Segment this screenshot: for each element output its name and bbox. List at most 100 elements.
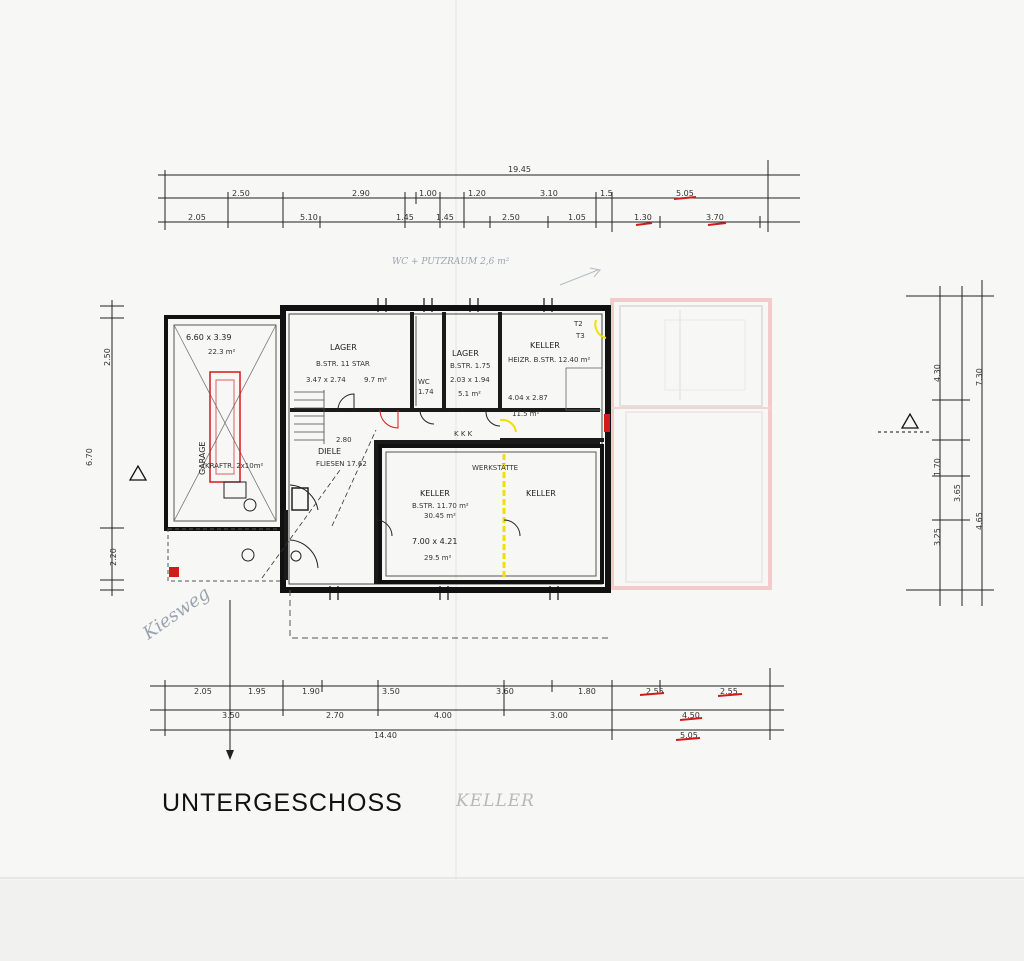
keller-heiz-detail: HEIZR. B.STR. 12.40 m² bbox=[508, 356, 591, 364]
dim-top2-f: 1.05 bbox=[568, 213, 586, 222]
terrace-outline bbox=[289, 590, 610, 639]
entry-arrow bbox=[226, 750, 234, 760]
bottom-dimension-labels: 2.05 1.95 1.90 3.50 3.60 1.80 2.55 2.55 … bbox=[194, 687, 738, 740]
lager-name: LAGER bbox=[330, 343, 357, 352]
ghost-plan bbox=[610, 298, 772, 590]
dim-bot1-e: 3.60 bbox=[496, 687, 514, 696]
diele-detail: FLIESEN 17.62 bbox=[316, 460, 367, 468]
section-marker-right bbox=[900, 412, 920, 429]
dim-top2-e: 2.50 bbox=[502, 213, 520, 222]
werkstatte-area: 29.5 m² bbox=[424, 554, 452, 562]
heizlager-detail: B.STR. 1.75 bbox=[450, 362, 490, 370]
werkstatte-walls bbox=[378, 444, 604, 584]
dim-bot1-g: 2.55 bbox=[646, 687, 664, 696]
t3-marker: T3 bbox=[575, 332, 585, 340]
dim-bot1-h: 2.55 bbox=[720, 687, 738, 696]
garage-detail: KRAFTR. 2x10m² bbox=[205, 462, 264, 470]
dim-left-b: 6.70 bbox=[85, 448, 94, 466]
paper-bottom-strip bbox=[0, 880, 1024, 961]
dim-top1-f: 1.5 bbox=[600, 189, 613, 198]
dim-top1-a: 2.50 bbox=[232, 189, 250, 198]
page-title: UNTERGESCHOSS bbox=[162, 789, 403, 817]
dim-top2-a: 2.05 bbox=[188, 213, 206, 222]
heizlager-size: 2.03 x 1.94 bbox=[450, 376, 490, 384]
top-dimension-labels: 19.45 2.50 2.90 1.00 1.20 3.10 1.5 5.05 … bbox=[188, 165, 724, 222]
window-markers bbox=[329, 298, 559, 600]
wc-putzraum-note: WC + PUTZRAUM 2,6 m² bbox=[392, 257, 510, 267]
dim-top-total: 19.45 bbox=[508, 165, 531, 174]
dim-left-c: 2.20 bbox=[109, 548, 118, 566]
lager-size: 3.47 x 2.74 bbox=[306, 376, 346, 384]
garage-name: GARAGE bbox=[198, 442, 207, 476]
keller-heiz-name: KELLER bbox=[530, 341, 560, 350]
dim-top2-h: 3.70 bbox=[706, 213, 724, 222]
keller-heiz-size: 4.04 x 2.87 bbox=[508, 394, 548, 402]
bottom-dimension-chain bbox=[150, 668, 784, 740]
dim-right-a: 4.30 bbox=[933, 364, 942, 382]
annotation-arrow bbox=[559, 267, 601, 286]
diele-name: DIELE bbox=[318, 447, 341, 456]
building-outline bbox=[164, 298, 611, 639]
lager-area: 9.7 m² bbox=[364, 376, 387, 384]
dim-bot2-b: 2.70 bbox=[326, 711, 344, 720]
dim-top2-b: 5.10 bbox=[300, 213, 318, 222]
dim-top1-c: 1.00 bbox=[419, 189, 437, 198]
wc-detail: 1.74 bbox=[418, 388, 434, 396]
dim-right-c: 3.65 bbox=[953, 484, 962, 502]
dim-bot2-c: 4.00 bbox=[434, 711, 452, 720]
red-bottom-ticks bbox=[639, 692, 743, 741]
dim-bottom-total: 14.40 bbox=[374, 731, 397, 740]
lager-detail: B.STR. 11 STAR bbox=[316, 360, 370, 368]
dim-top1-d: 1.20 bbox=[468, 189, 486, 198]
door-swings bbox=[289, 319, 607, 569]
dim-top2-g: 1.30 bbox=[634, 213, 652, 222]
dim-left-a: 2.50 bbox=[103, 348, 112, 366]
garage-size: 6.60 x 3.39 bbox=[186, 333, 231, 342]
werkstatte-keller2: KELLER bbox=[526, 489, 556, 498]
keller-heiz-area: 11.5 m² bbox=[512, 410, 540, 418]
garage-forecourt bbox=[167, 528, 283, 582]
dim-bot2-e: 4.50 bbox=[682, 711, 700, 720]
dim-right-b: 7.30 bbox=[975, 368, 984, 386]
red-door-marker bbox=[604, 414, 610, 432]
staircase bbox=[294, 390, 325, 444]
wc-label: WC bbox=[418, 378, 430, 386]
dim-bot2-a: 3.50 bbox=[222, 711, 240, 720]
page-subtitle: KELLER bbox=[455, 791, 535, 811]
diele-size: 2.80 bbox=[336, 436, 352, 444]
dim-right-d: 4.65 bbox=[975, 512, 984, 530]
dim-bot1-f: 1.80 bbox=[578, 687, 596, 696]
dim-top1-e: 3.10 bbox=[540, 189, 558, 198]
dim-top2-c: 1.45 bbox=[396, 213, 414, 222]
house-walls bbox=[280, 305, 611, 593]
t2-marker: T2 bbox=[573, 320, 583, 328]
dim-top1-g: 5.05 bbox=[676, 189, 694, 198]
werkstatte-detail: B.STR. 11.70 m² bbox=[412, 502, 469, 510]
room-labels: 6.60 x 3.39 22.3 m² GARAGE KRAFTR. 2x10m… bbox=[186, 320, 591, 562]
kk-marker: K K K bbox=[454, 430, 473, 438]
dim-right-f: 1.70 bbox=[933, 458, 942, 476]
dim-bottom-extra: 5.05 bbox=[680, 731, 698, 740]
dim-top1-b: 2.90 bbox=[352, 189, 370, 198]
dim-bot1-a: 2.05 bbox=[194, 687, 212, 696]
dim-bot1-d: 3.50 bbox=[382, 687, 400, 696]
dim-top2-d: 1.45 bbox=[436, 213, 454, 222]
left-dimension-chain bbox=[100, 300, 124, 596]
right-dimension-chain bbox=[906, 280, 994, 606]
red-dimension-ticks bbox=[635, 196, 727, 226]
red-marker bbox=[169, 567, 179, 577]
dim-bot1-b: 1.95 bbox=[248, 687, 266, 696]
kiesweg-note: Kiesweg bbox=[138, 583, 214, 645]
werkstatte-sub: 30.45 m² bbox=[424, 512, 456, 520]
heizlager-area: 5.1 m² bbox=[458, 390, 481, 398]
garage-area: 22.3 m² bbox=[208, 348, 236, 356]
dim-bot1-c: 1.90 bbox=[302, 687, 320, 696]
werkstatte-name: WERKSTÄTTE bbox=[472, 463, 518, 472]
dim-bot2-d: 3.00 bbox=[550, 711, 568, 720]
dim-right-e: 3.25 bbox=[933, 528, 942, 546]
werkstatte-keller1: KELLER bbox=[420, 489, 450, 498]
garage-inner bbox=[173, 324, 277, 522]
heizlager-name: LAGER bbox=[452, 349, 479, 358]
